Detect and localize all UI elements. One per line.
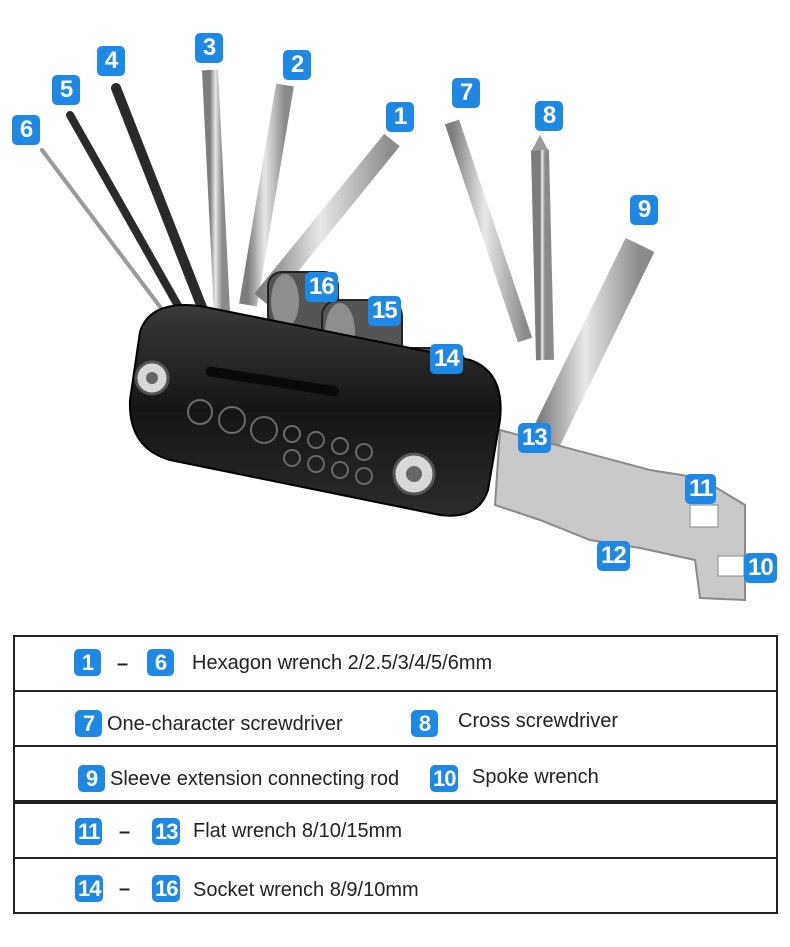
callout-11: 11	[685, 474, 717, 504]
callout-5: 5	[52, 75, 80, 105]
legend-text-hex-wrench: Hexagon wrench 2/2.5/3/4/5/6mm	[192, 652, 493, 674]
badge-11: 11	[75, 818, 103, 845]
cross-screwdriver-icon	[531, 135, 554, 361]
hex-key-4-icon	[111, 83, 210, 320]
badge-13: 13	[152, 818, 181, 845]
hex-key-5-icon	[66, 111, 189, 322]
badge-9: 9	[78, 765, 105, 792]
callout-10: 10	[744, 553, 777, 583]
callout-15: 15	[368, 296, 401, 326]
badge-8: 8	[411, 710, 438, 737]
legend-text-cross-screwdriver: Cross screwdriver	[458, 710, 619, 732]
badge-7: 7	[75, 710, 102, 737]
badge-14: 14	[75, 875, 104, 902]
legend-text-flat-screwdriver: One-character screwdriver	[107, 713, 343, 735]
extension-rod-icon	[525, 237, 655, 458]
legend-row-rod-spoke: 9 Sleeve extension connecting rod 10 Spo…	[13, 745, 778, 802]
badge-16: 16	[152, 875, 181, 902]
multi-tool-illustration	[40, 69, 746, 602]
legend-text-socket-wrench: Socket wrench 8/9/10mm	[193, 879, 419, 901]
range-dash: –	[117, 653, 129, 675]
badge-10: 10	[430, 765, 459, 792]
callout-7: 7	[452, 78, 480, 108]
callout-12: 12	[597, 541, 630, 571]
legend-row-flat-wrench: 11 – 13 Flat wrench 8/10/15mm	[13, 802, 778, 859]
flat-wrench-plate-icon	[493, 428, 746, 602]
legend-text-spoke-wrench: Spoke wrench	[472, 766, 599, 788]
callout-16: 16	[305, 272, 338, 302]
range-dash: –	[119, 878, 131, 900]
legend-text-flat-wrench: Flat wrench 8/10/15mm	[193, 820, 402, 842]
callout-4: 4	[97, 46, 125, 76]
callout-13: 13	[518, 423, 551, 453]
callout-2: 2	[283, 50, 311, 80]
callout-14: 14	[430, 344, 463, 374]
callout-3: 3	[195, 33, 223, 63]
tool-body-icon	[128, 304, 502, 517]
callout-8: 8	[535, 101, 563, 131]
legend-row-socket-wrench: 14 – 16 Socket wrench 8/9/10mm	[13, 857, 778, 914]
legend-text-extension-rod: Sleeve extension connecting rod	[110, 768, 400, 790]
callout-6: 6	[12, 115, 40, 145]
legend-row-hex-wrench: 1 – 6 Hexagon wrench 2/2.5/3/4/5/6mm	[13, 635, 778, 692]
callout-1: 1	[386, 102, 414, 132]
badge-6: 6	[147, 649, 174, 676]
hex-key-2-icon	[239, 83, 294, 307]
legend-row-screwdrivers: 7 One-character screwdriver 8 Cross scre…	[13, 690, 778, 747]
badge-1: 1	[74, 649, 101, 676]
callout-9: 9	[630, 195, 658, 225]
hex-key-6-icon	[40, 148, 172, 322]
range-dash: –	[119, 821, 131, 843]
flat-screwdriver-icon	[444, 119, 533, 343]
hex-key-3-icon	[202, 69, 230, 313]
